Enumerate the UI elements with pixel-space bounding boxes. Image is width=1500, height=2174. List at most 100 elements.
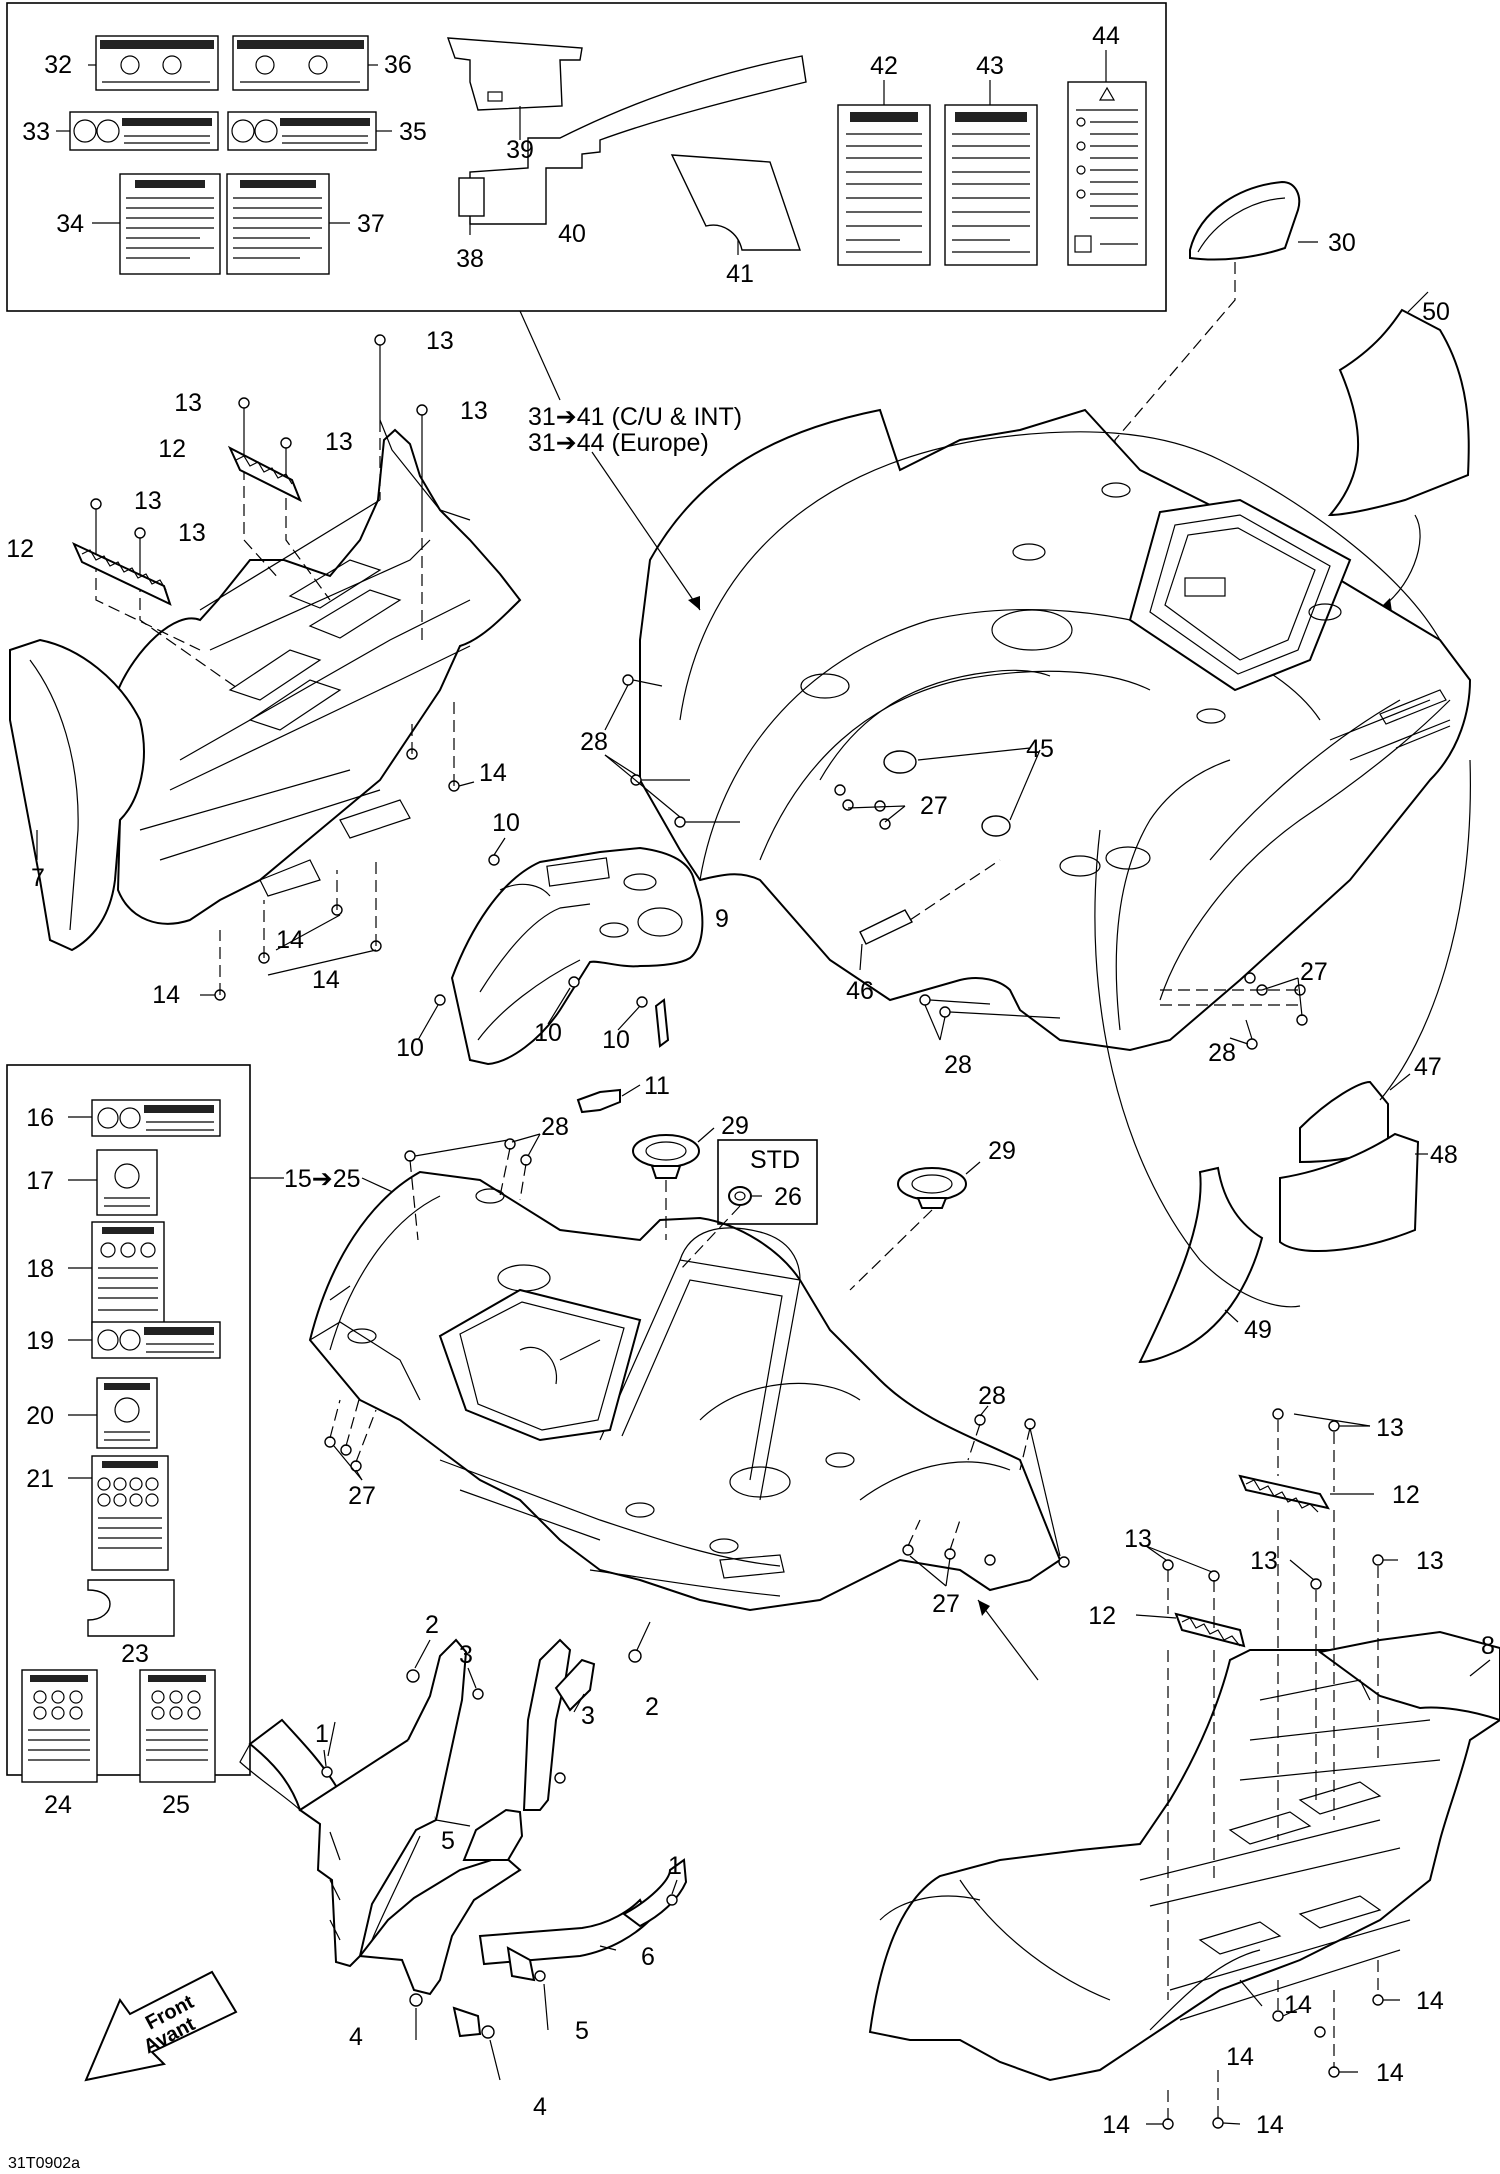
callout-41: 41 (726, 260, 754, 288)
callout-8: 8 (1481, 1632, 1495, 1660)
callout-28d: 28 (541, 1113, 569, 1141)
callout-11: 11 (644, 1072, 670, 1100)
screws-28-front (404, 1138, 1070, 1568)
callout-10d: 10 (602, 1026, 630, 1054)
footpeg-12-right-a (1238, 1474, 1330, 1513)
callout-39: 39 (506, 136, 534, 164)
decal-16 (91, 1099, 221, 1137)
callout-14j: 14 (1256, 2111, 1284, 2139)
callout-14g: 14 (1226, 2043, 1254, 2071)
callout-9: 9 (715, 905, 729, 933)
callout-14b: 14 (276, 926, 304, 954)
callout-14c: 14 (312, 966, 340, 994)
callout-28a: 28 (580, 728, 608, 756)
drawing-code: 31T0902a (8, 2155, 80, 2172)
screws-13-left (90, 334, 428, 580)
callout-43: 43 (976, 52, 1004, 80)
footpeg-12-right-b (1174, 1612, 1246, 1648)
callout-46: 46 (846, 977, 874, 1005)
callout-44: 44 (1092, 22, 1120, 50)
decal-kit-frame-top (6, 2, 1167, 312)
cap-29-b (897, 1167, 967, 1209)
callout-38: 38 (456, 245, 484, 273)
label-std: STD (750, 1146, 800, 1174)
callout-47: 47 (1414, 1053, 1442, 1081)
callout-6: 6 (641, 1943, 655, 1971)
screws-10 (434, 854, 648, 1008)
callout-28c: 28 (1208, 1039, 1236, 1067)
decal-36 (232, 35, 369, 91)
left-footrest (9, 419, 522, 952)
decal-42 (837, 104, 931, 266)
front-direction-arrow: Front Avant (84, 1970, 238, 2082)
callout-3a: 3 (459, 1641, 473, 1669)
front-rack (239, 1638, 688, 2038)
callout-14a: 14 (479, 759, 507, 787)
callout-50: 50 (1422, 298, 1450, 326)
callout-14d: 14 (152, 981, 180, 1009)
callout-12a: 12 (158, 435, 186, 463)
decal-33 (69, 111, 219, 151)
callout-13a: 13 (426, 327, 454, 355)
callout-12d: 12 (1088, 1602, 1116, 1630)
callout-18: 18 (26, 1255, 54, 1283)
callout-21: 21 (26, 1465, 54, 1493)
screw-28-rear (622, 674, 1258, 1050)
callout-13c: 13 (460, 397, 488, 425)
decal-44 (1067, 81, 1147, 266)
callout-10a: 10 (492, 809, 520, 837)
callout-1b: 1 (668, 1852, 682, 1880)
callout-5a: 5 (441, 1827, 455, 1855)
front-body-panel (308, 1170, 1062, 1612)
callout-12b: 12 (6, 535, 34, 563)
decal-24 (21, 1669, 98, 1783)
decal-32 (95, 35, 219, 91)
guard-48 (1279, 1132, 1420, 1253)
footpeg-12-left-b (72, 541, 172, 606)
callout-13e: 13 (134, 487, 162, 515)
callout-37: 37 (357, 210, 385, 238)
callout-20: 20 (26, 1402, 54, 1430)
callout-13f: 13 (178, 519, 206, 547)
rear-body-panel (639, 408, 1472, 1052)
callout-14h: 14 (1376, 2059, 1404, 2087)
callout-13d: 13 (325, 428, 353, 456)
callout-45: 45 (1026, 735, 1054, 763)
callout-29b: 29 (988, 1137, 1016, 1165)
callout-5b: 5 (575, 2017, 589, 2045)
callout-27d: 27 (932, 1590, 960, 1618)
bracket-11 (576, 998, 670, 1114)
film-45 (883, 750, 1011, 837)
callout-34: 34 (56, 210, 84, 238)
nuts-14-right (1162, 1994, 1384, 2130)
callout-13g: 13 (1376, 1414, 1404, 1442)
callout-17: 17 (26, 1167, 54, 1195)
callout-35: 35 (399, 118, 427, 146)
guard-47 (1299, 1080, 1389, 1164)
callout-27a: 27 (920, 792, 948, 820)
screws-13-right (1162, 1408, 1384, 1590)
callout-28e: 28 (978, 1382, 1006, 1410)
decal-21 (91, 1455, 169, 1571)
film-40 (469, 55, 807, 225)
callout-27b: 27 (1300, 958, 1328, 986)
callout-48: 48 (1430, 1141, 1458, 1169)
callout-23: 23 (121, 1640, 149, 1668)
callout-49: 49 (1244, 1316, 1272, 1344)
film-38 (458, 177, 485, 217)
callout-26: 26 (774, 1183, 802, 1211)
callout-14e: 14 (1284, 1991, 1312, 2019)
decal-19 (91, 1321, 221, 1359)
film-50 (1327, 308, 1470, 517)
decal-kit-frame-left (6, 1064, 251, 1776)
film-23 (87, 1579, 175, 1637)
decal-18 (91, 1221, 165, 1331)
callout-28b: 28 (944, 1051, 972, 1079)
right-footrest (868, 1630, 1500, 2082)
decal-35 (227, 111, 377, 151)
console-9 (450, 846, 704, 1066)
callout-7: 7 (31, 864, 45, 892)
callout-4b: 4 (533, 2093, 547, 2121)
callout-1a: 1 (315, 1720, 329, 1748)
